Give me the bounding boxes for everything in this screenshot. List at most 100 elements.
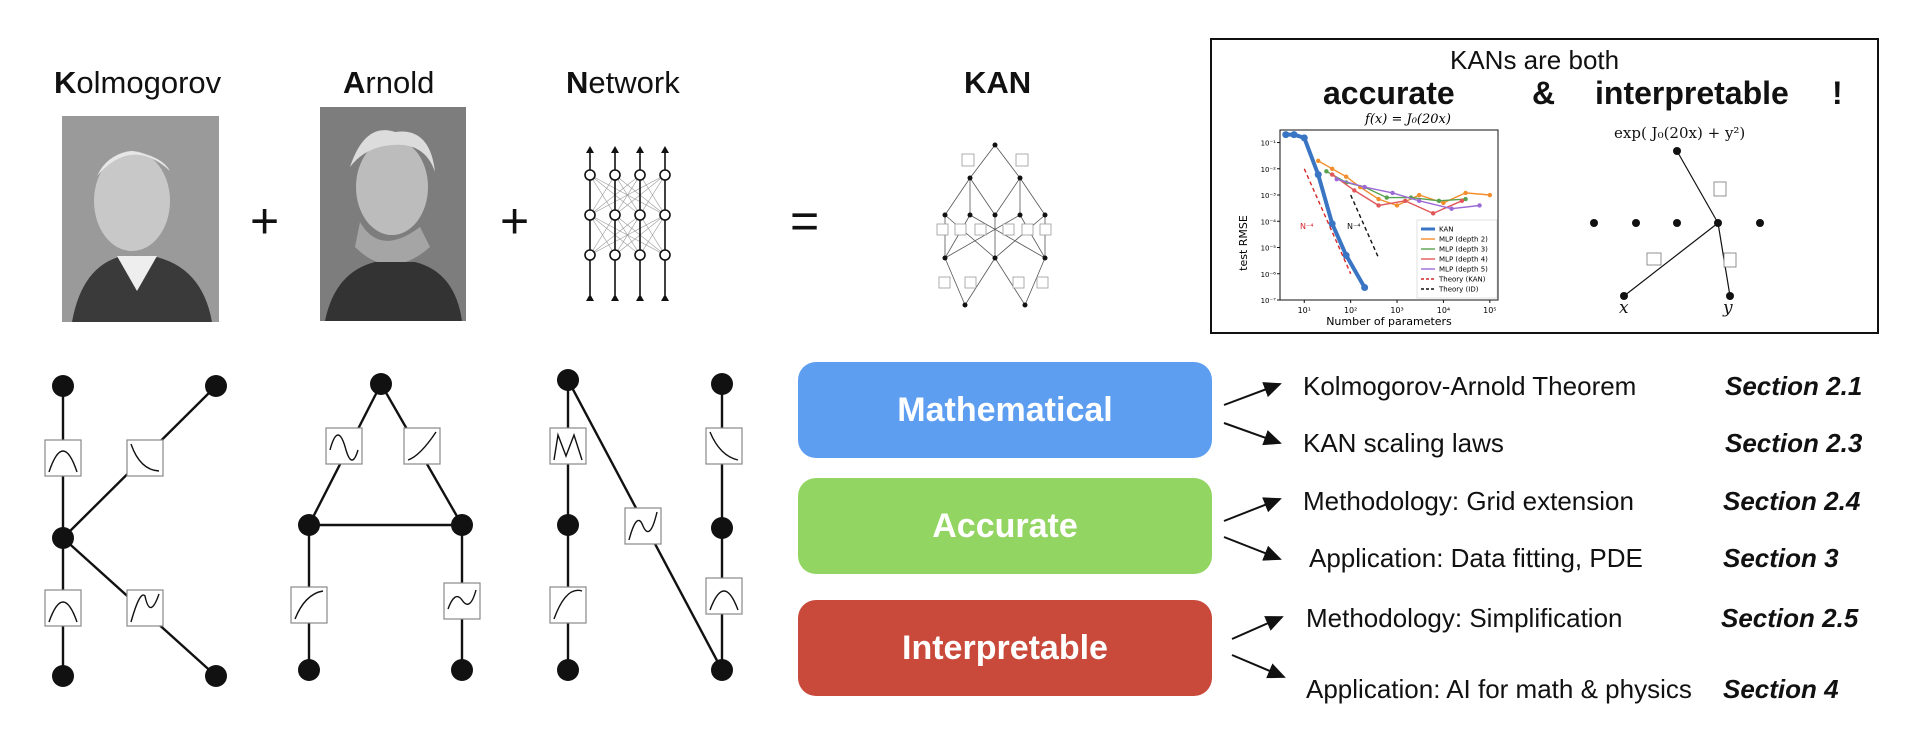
data-point-kan (1342, 251, 1350, 259)
tree-node-y: y (1723, 298, 1733, 318)
header-kolmogorov-rest: olmogorov (76, 65, 222, 100)
header-network-initial: N (566, 65, 589, 100)
slope-label-id: N⁻⁴ (1347, 222, 1360, 231)
symbolic-formula: exp( J₀(20x) + y²) (1614, 124, 1746, 142)
y-tick-label: 10⁻³ (1261, 192, 1277, 200)
data-point-mlp-depth-4 (1352, 188, 1357, 193)
plus-sign-2: + (500, 193, 530, 249)
tree-node-x: x (1619, 298, 1629, 318)
section-2-1: Section 2.1 (1725, 371, 1863, 401)
scaling-law-chart: f(x) = J₀(20x) test RMSE Number of param… (1237, 112, 1499, 328)
chart-x-label: Number of parameters (1326, 315, 1452, 328)
panel-exclamation: ! (1832, 75, 1843, 111)
series-line-mlp-depth-4 (1331, 174, 1463, 215)
legend-label: Theory (KAN) (1438, 276, 1486, 284)
category-interpretable: Interpretable (798, 600, 1212, 696)
y-tick-label: 10⁻⁵ (1261, 245, 1277, 253)
item-scaling-laws: KAN scaling laws (1303, 428, 1504, 458)
panel-title: KANs are both (1450, 45, 1620, 75)
legend-label: MLP (depth 5) (1439, 266, 1488, 274)
series-line-mlp-depth-2 (1317, 160, 1490, 207)
section-2-3: Section 2.3 (1725, 428, 1863, 458)
header-arnold-rest: rnold (365, 65, 435, 100)
data-point-mlp-depth-5 (1390, 190, 1395, 196)
arnold-portrait (320, 107, 466, 321)
data-point-kan (1290, 131, 1298, 139)
header-arnold: Arnold (343, 65, 434, 101)
equals-sign: = (790, 193, 820, 249)
data-point-mlp-depth-4 (1403, 198, 1408, 204)
data-point-kan (1300, 134, 1308, 142)
data-point-kan (1282, 131, 1290, 139)
data-point-mlp-depth-2 (1329, 166, 1335, 171)
data-point-mlp-depth-5 (1362, 184, 1367, 190)
data-point-kan (1361, 283, 1369, 291)
category-mathematical: Mathematical (798, 362, 1212, 458)
data-point-mlp-depth-2 (1441, 200, 1446, 206)
x-tick-label: 10³ (1390, 306, 1403, 315)
data-point-mlp-depth-3 (1324, 169, 1329, 174)
series-line-theory-kan (1303, 168, 1352, 275)
y-tick-label: 10⁻⁷ (1261, 297, 1277, 305)
data-point-mlp-depth-4 (1329, 172, 1335, 177)
data-point-mlp-depth-5 (1416, 198, 1422, 204)
legend-label: Theory (ID) (1438, 286, 1479, 294)
legend-label: KAN (1439, 226, 1454, 234)
arnold-portrait-art (320, 107, 466, 321)
category-arrows (1223, 382, 1286, 679)
data-point-mlp-depth-2 (1416, 192, 1422, 198)
data-point-kan (1328, 220, 1336, 228)
panel-interpretable: interpretable (1595, 75, 1789, 111)
data-point-mlp-depth-3 (1463, 196, 1468, 202)
category-accurate: Accurate (798, 478, 1212, 574)
legend-label: MLP (depth 2) (1439, 236, 1488, 244)
data-point-kan (1314, 171, 1322, 179)
data-point-mlp-depth-2 (1394, 203, 1400, 208)
section-2-5: Section 2.5 (1721, 603, 1859, 633)
item-simplification: Methodology: Simplification (1306, 603, 1623, 633)
panel-accurate: accurate (1323, 75, 1455, 111)
data-point-mlp-depth-3 (1436, 198, 1442, 204)
plus-sign-1: + (250, 193, 280, 249)
legend-label: MLP (depth 4) (1439, 256, 1488, 264)
category-mathematical-label: Mathematical (897, 390, 1113, 429)
data-point-mlp-depth-2 (1487, 192, 1493, 198)
header-network-rest: etwork (588, 65, 680, 100)
item-data-fitting: Application: Data fitting, PDE (1309, 543, 1643, 573)
section-3: Section 3 (1723, 543, 1839, 573)
y-tick-label: 10⁻⁶ (1261, 271, 1277, 279)
data-point-mlp-depth-5 (1449, 206, 1454, 211)
data-point-mlp-depth-4 (1459, 198, 1465, 204)
x-tick-label: 10¹ (1298, 306, 1311, 315)
y-tick-label: 10⁻⁴ (1261, 218, 1277, 226)
y-tick-label: 10⁻¹ (1261, 140, 1277, 148)
x-tick-label: 10⁵ (1483, 306, 1496, 315)
data-point-mlp-depth-5 (1334, 177, 1339, 182)
data-point-mlp-depth-3 (1384, 195, 1389, 200)
legend-label: MLP (depth 3) (1439, 246, 1488, 254)
kolmogorov-portrait-art (62, 116, 219, 322)
item-ka-theorem: Kolmogorov-Arnold Theorem (1303, 371, 1637, 401)
x-tick-label: 10² (1344, 306, 1357, 315)
data-point-mlp-depth-4 (1376, 203, 1381, 208)
header-kolmogorov: Kolmogorov (54, 65, 221, 101)
chart-y-label: test RMSE (1237, 215, 1250, 271)
data-point-mlp-depth-5 (1477, 203, 1482, 208)
symbolic-tree (1590, 147, 1764, 300)
item-ai-math-physics: Application: AI for math & physics (1306, 674, 1692, 704)
chart-title: f(x) = J₀(20x) (1364, 112, 1451, 127)
panel-ampersand: & (1532, 75, 1556, 111)
series-line-kan (1285, 132, 1367, 289)
data-point-mlp-depth-2 (1463, 190, 1468, 196)
header-kan: KAN (964, 65, 1032, 100)
x-tick-label: 10⁴ (1437, 306, 1450, 315)
kolmogorov-portrait (62, 116, 219, 322)
data-point-mlp-depth-2 (1343, 174, 1349, 179)
slope-label-kan: N⁻⁴ (1300, 222, 1313, 231)
kan-letter-graphs (44, 369, 743, 687)
header-kolmogorov-initial: K (54, 65, 77, 100)
category-accurate-label: Accurate (932, 506, 1078, 545)
series-line-theory-id (1350, 194, 1380, 259)
y-tick-label: 10⁻² (1261, 166, 1277, 174)
series-line-mlp-depth-5 (1336, 178, 1480, 210)
